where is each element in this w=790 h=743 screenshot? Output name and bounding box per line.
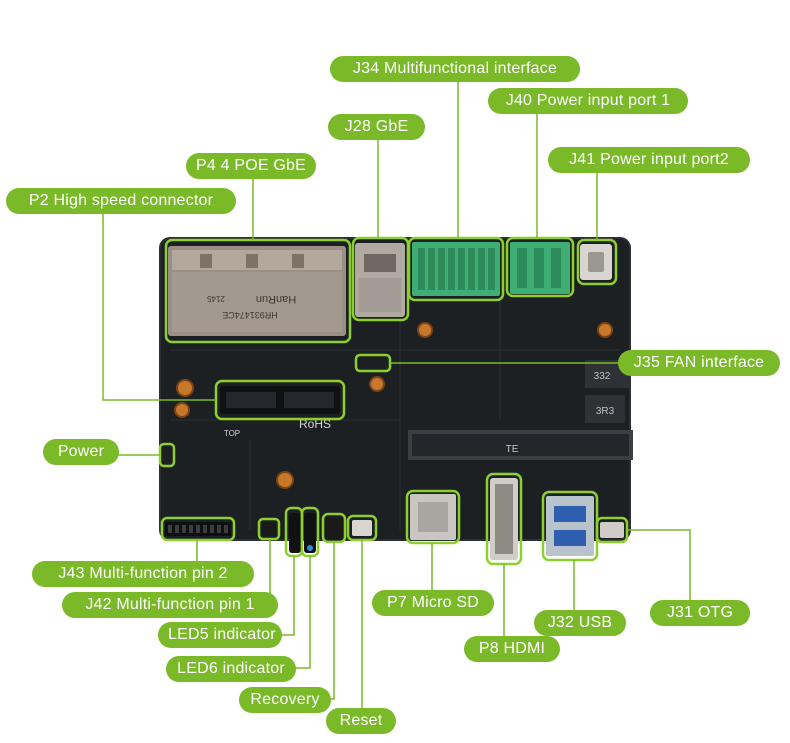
gbe-jack	[355, 243, 405, 317]
jack-code-text: 2145	[207, 294, 225, 303]
rohs-text: RoHS	[299, 417, 331, 431]
label-j32: J32 USB	[534, 610, 626, 636]
high-speed-connector: RoHS TOP	[220, 386, 340, 438]
leader-led5	[280, 556, 295, 636]
box-j43	[160, 516, 236, 542]
label-p8: P8 HDMI	[464, 636, 560, 662]
chip-text-1: 332	[594, 371, 611, 382]
box-j42	[257, 517, 281, 541]
power-terminal	[510, 242, 570, 294]
som-module: TE 332 3R3	[408, 360, 633, 460]
label-j41: J41 Power input port2	[548, 147, 750, 173]
label-j43: J43 Multi-function pin 2	[32, 561, 254, 587]
label-j28: J28 GbE	[328, 114, 425, 140]
top-text: TOP	[224, 429, 240, 438]
box-j34	[407, 236, 505, 302]
label-power: Power	[43, 439, 119, 465]
reset-button-part	[352, 520, 372, 536]
pin-header-j43	[165, 522, 231, 536]
label-j34: J34 Multifunctional interface	[330, 56, 580, 82]
leader-led6	[295, 556, 311, 669]
label-j31: J31 OTG	[650, 600, 750, 626]
mounting-holes	[174, 322, 613, 489]
dc-jack	[580, 244, 612, 280]
jack-model-text: HR931474CE	[222, 310, 278, 320]
poe-ethernet-jack: HanRun HR931474CE 2145	[168, 246, 346, 336]
label-led5: LED5 indicator	[158, 622, 282, 648]
usb-port	[546, 496, 594, 556]
label-recovery: Recovery	[239, 687, 331, 713]
som-text: TE	[506, 444, 519, 455]
label-j40: J40 Power input port 1	[488, 88, 688, 114]
label-p2: P2 High speed connector	[6, 188, 236, 214]
microsd-slot	[410, 494, 456, 540]
label-j42: J42 Multi-function pin 1	[62, 592, 278, 618]
leader-p2	[102, 212, 216, 401]
highlight-boxes	[158, 236, 629, 566]
label-p7: P7 Micro SD	[372, 590, 494, 616]
multifunction-terminal	[412, 242, 500, 296]
box-p7	[405, 489, 461, 545]
box-j40	[505, 236, 575, 298]
label-reset: Reset	[326, 708, 396, 734]
otg-port	[600, 522, 624, 538]
box-p4	[164, 238, 352, 344]
hdmi-port	[490, 478, 518, 560]
chip-text-2: 3R3	[596, 406, 615, 417]
led-parts	[262, 513, 343, 553]
label-j35: J35 FAN interface	[618, 350, 780, 376]
leader-recovery	[330, 542, 335, 700]
label-led6: LED6 indicator	[166, 656, 296, 682]
jack-brand-text: HanRun	[256, 293, 296, 305]
leader-j31	[627, 529, 691, 600]
leader-lines	[102, 80, 691, 708]
label-p4: P4 4 POE GbE	[186, 153, 316, 179]
